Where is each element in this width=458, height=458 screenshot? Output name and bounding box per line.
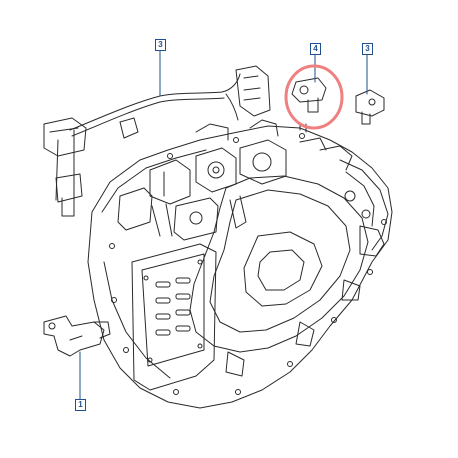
bell-housing	[225, 137, 389, 377]
crank-sensor	[43, 315, 111, 357]
position-sensor-right	[355, 89, 385, 125]
valve-body	[131, 243, 217, 391]
transmission-housing	[87, 125, 393, 409]
highlight-circle	[284, 64, 344, 130]
callout-1[interactable]: 1	[75, 399, 86, 411]
top-components	[117, 119, 287, 241]
leader-lines	[79, 50, 368, 400]
callout-4[interactable]: 4	[310, 43, 321, 55]
callout-3-right[interactable]: 3	[362, 43, 373, 55]
bolts	[109, 133, 387, 395]
speed-sensor	[291, 77, 327, 133]
wiring-harness	[43, 65, 271, 217]
callout-3-top[interactable]: 3	[155, 39, 166, 51]
